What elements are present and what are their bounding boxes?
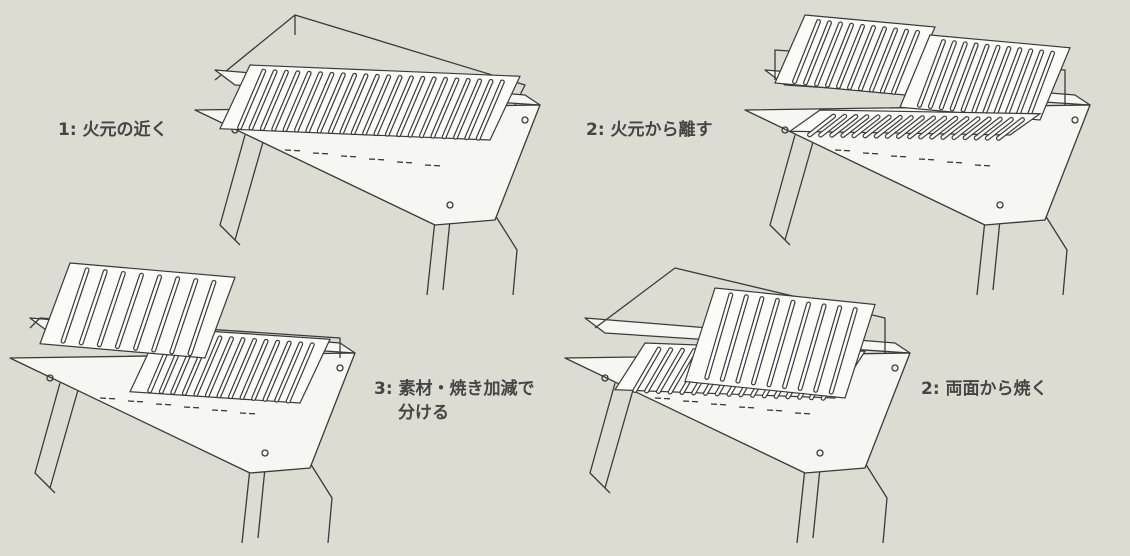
grill-grate xyxy=(684,287,876,399)
caption-both-sides: 2: 両面から焼く xyxy=(921,379,1048,399)
grill-illustration-high xyxy=(744,14,1091,296)
grill-grate xyxy=(219,64,521,141)
caption-line2: 分ける xyxy=(398,403,449,423)
grill-grate xyxy=(788,109,1042,141)
caption-line1: 3: 素材・焼き加減で xyxy=(374,379,535,399)
grill-grate xyxy=(899,34,1071,121)
grill-illustration-low xyxy=(194,14,541,296)
grill-illustration-double xyxy=(564,267,911,544)
grill-illustration-split xyxy=(9,262,356,544)
caption-near-fire: 1: 火元の近く xyxy=(58,120,168,140)
caption-away-from-fire: 2: 火元から離す xyxy=(586,120,713,140)
caption-split-by-ingredient: 3: 素材・焼き加減で 分ける xyxy=(374,377,535,425)
grill-grate xyxy=(39,262,236,359)
